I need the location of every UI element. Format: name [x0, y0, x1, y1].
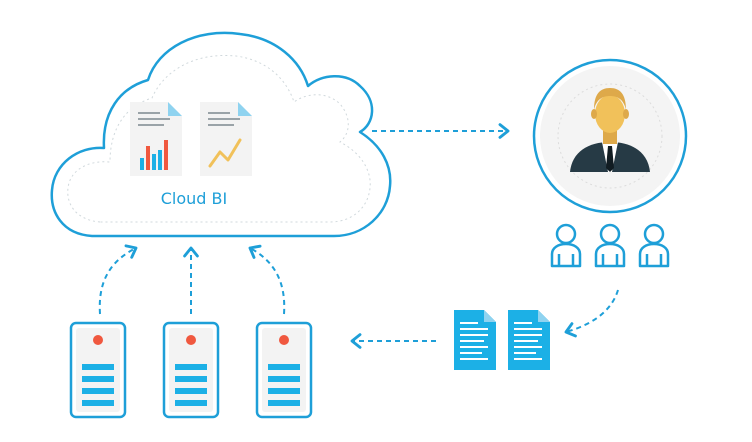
dashed-arrow-icon — [98, 244, 138, 315]
user-outline-icon — [638, 223, 670, 268]
line-chart-report-icon — [200, 102, 252, 176]
dashed-arrow-icon — [564, 289, 619, 338]
servers-to-cloud-arrows — [98, 244, 286, 315]
server-icon — [69, 321, 127, 419]
server-icon — [255, 321, 313, 419]
bar-chart-report-icon — [130, 102, 182, 176]
users-to-documents-arrow — [564, 289, 619, 338]
server-icon — [162, 321, 220, 419]
user-outline-icon — [550, 223, 582, 268]
user-outline-icon — [594, 223, 626, 268]
cloud-label: Cloud BI — [161, 189, 227, 208]
document-icon — [508, 310, 550, 370]
document-icon — [454, 310, 496, 370]
dashed-arrow-icon — [248, 244, 286, 315]
manager-avatar-icon — [532, 58, 688, 214]
